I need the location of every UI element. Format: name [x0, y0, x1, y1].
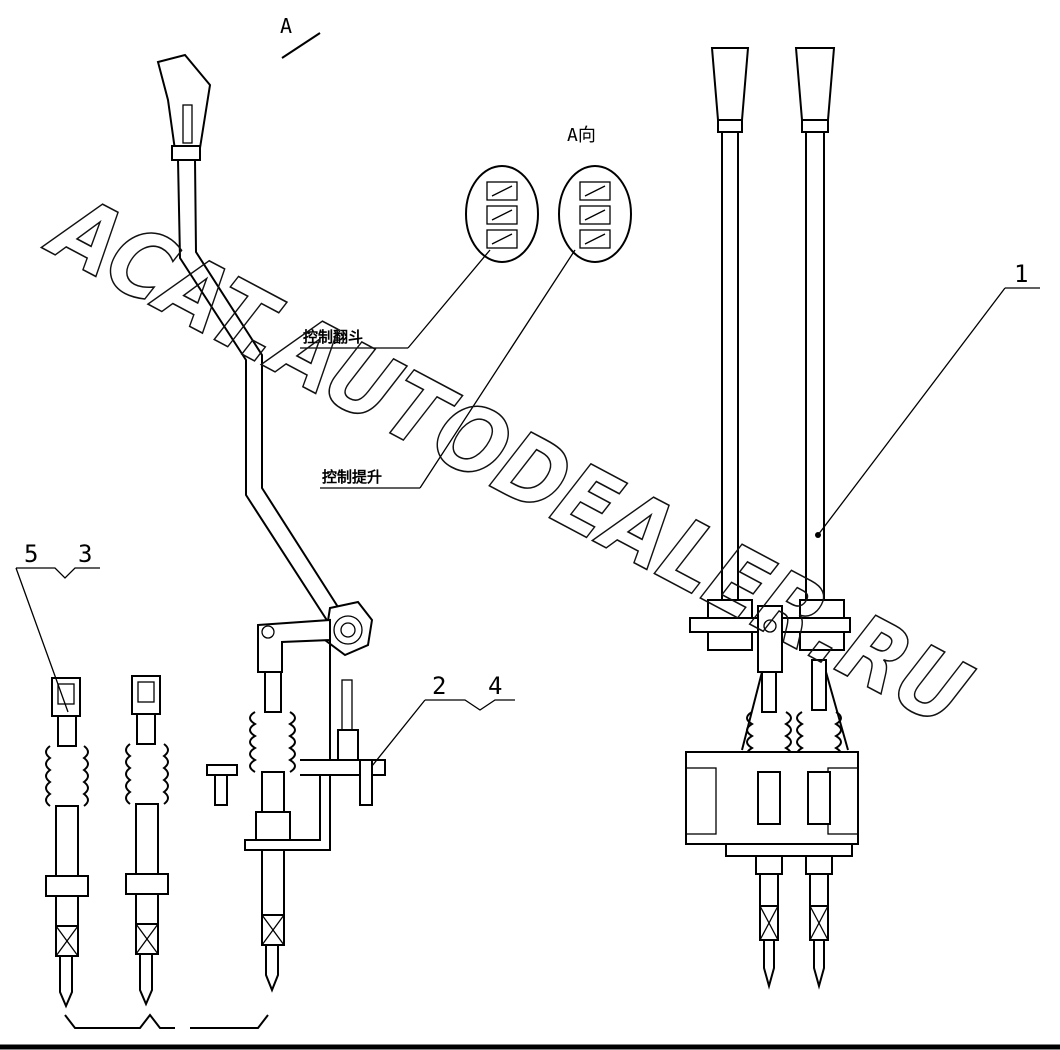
callout-right-label: 控制提升	[322, 468, 382, 486]
part-callout-1: 1	[815, 260, 1040, 538]
part-callout-5-3: 5 3	[15, 540, 100, 713]
part-number-4: 4	[488, 672, 502, 700]
double-lever-assembly	[685, 47, 859, 990]
view-title: A向	[567, 125, 596, 146]
callout-left-label: 控制翻斗	[303, 328, 363, 346]
callout-left-leader: 控制翻斗	[300, 249, 491, 349]
valve-cartridge-middle	[125, 675, 169, 1007]
part-number-3: 3	[78, 540, 92, 568]
part-number-1: 1	[1014, 260, 1028, 288]
part-number-2: 2	[432, 672, 446, 700]
detail-view-left	[465, 165, 539, 263]
detail-view-right	[558, 165, 632, 263]
part-number-5: 5	[24, 540, 38, 568]
group-brackets	[64, 1013, 269, 1029]
view-marker-label: A	[280, 14, 292, 38]
callout-right-leader: 控制提升	[320, 249, 576, 489]
view-marker-arrow: A	[280, 14, 321, 59]
single-lever-assembly	[156, 53, 386, 993]
part-callout-2-4: 2 4	[371, 672, 515, 767]
valve-cartridge-left	[45, 677, 89, 1009]
